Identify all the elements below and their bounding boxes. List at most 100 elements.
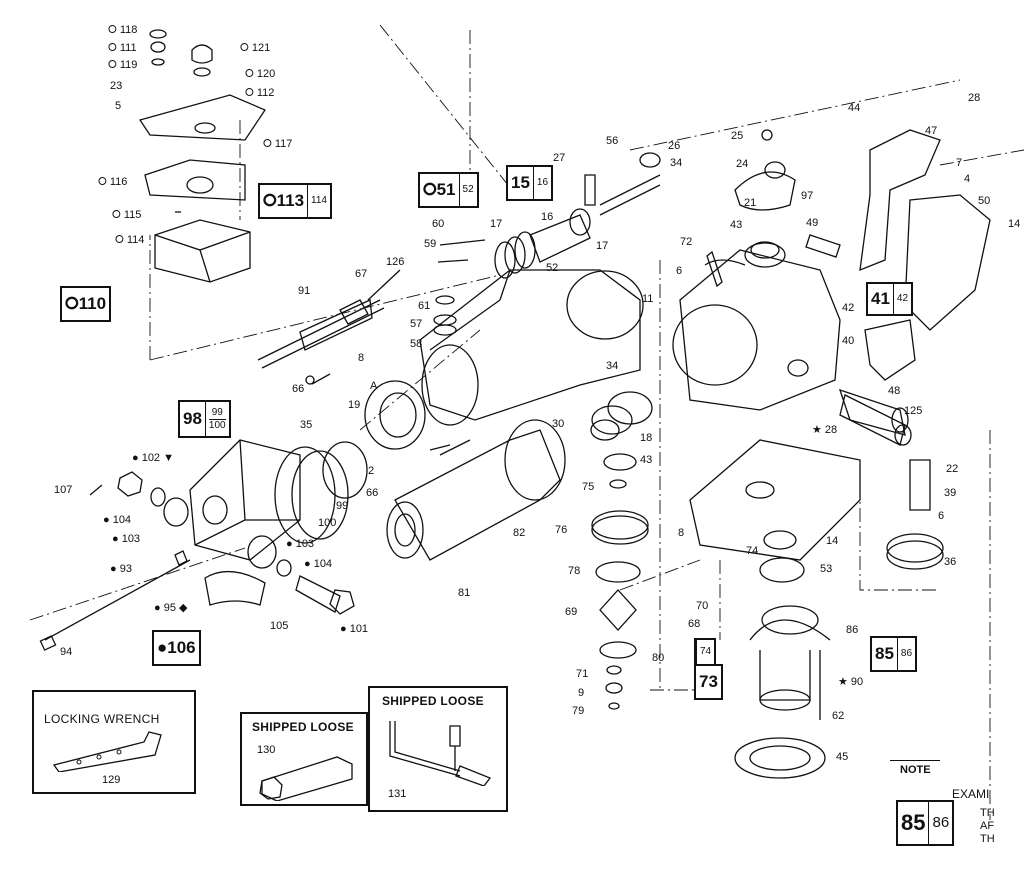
callout-c4b: 4 — [964, 173, 971, 185]
callout-c111: ⭘ 111 — [108, 42, 137, 54]
gear-head-40 — [672, 129, 841, 411]
callout-c44: 44 — [848, 102, 861, 114]
callout-c101: ● 101 — [340, 623, 369, 635]
callout-c68: 68 — [688, 618, 701, 630]
note-block: NOTE EXAMI TH AF TH 85 86 — [890, 760, 1024, 894]
callout-c9: 9 — [578, 687, 585, 699]
callout-c76: 76 — [555, 524, 568, 536]
callout-c95: ● 95 ◆ — [154, 602, 188, 614]
callout-c100: 100 — [318, 517, 337, 529]
ref-box-b106: ●106 — [152, 630, 201, 666]
callout-c70: 70 — [696, 600, 709, 612]
callout-c91: 91 — [298, 285, 311, 297]
part-130-label: 130 — [257, 744, 276, 756]
locking-wrench-title: LOCKING WRENCH — [44, 712, 160, 726]
callout-c7: 7 — [956, 157, 963, 169]
callout-c86: 86 — [846, 624, 859, 636]
callout-c45: 45 — [836, 751, 849, 763]
callout-c27: 27 — [553, 152, 566, 164]
callout-c24: 24 — [736, 158, 749, 170]
callout-c117: ⭘ 117 — [263, 138, 293, 150]
hex-socket-icon — [259, 756, 353, 801]
callout-c19: 19 — [348, 399, 361, 411]
callout-c14a: 14 — [1008, 218, 1021, 230]
callout-c62: 62 — [832, 710, 845, 722]
callout-c53: 53 — [820, 563, 833, 575]
callout-c58: 58 — [410, 338, 423, 350]
gear-case-98 — [189, 380, 471, 561]
callout-c18: 18 — [640, 432, 653, 444]
callout-c2: 2 — [368, 465, 375, 477]
callout-c94: 94 — [60, 646, 73, 658]
gear-stack-center — [591, 453, 649, 710]
callout-c125: 125 — [904, 405, 923, 417]
callout-c26: 26 — [668, 140, 681, 152]
note-example-box: 85 86 — [896, 800, 955, 846]
callout-c34b: 34 — [606, 360, 619, 372]
callout-c103b: ● 103 — [286, 538, 315, 550]
callout-c74: 74 — [746, 545, 759, 557]
callout-c90: ★ 90 — [838, 676, 864, 688]
callout-c104a: ● 104 — [103, 514, 132, 526]
main-housing-51 — [419, 239, 644, 426]
callout-c49: 49 — [806, 217, 819, 229]
part-129-label: 129 — [102, 774, 121, 786]
callout-c17b: 17 — [596, 240, 609, 252]
callout-c43b: 43 — [640, 454, 653, 466]
top-cover-stack — [138, 29, 266, 283]
callout-c8a: 8 — [358, 352, 365, 364]
callout-c50: 50 — [978, 195, 991, 207]
callout-c59: 59 — [424, 238, 437, 250]
callout-c112: ⭘ 112 — [245, 87, 275, 99]
small-parts-left — [39, 471, 355, 651]
callout-c16: 16 — [541, 211, 554, 223]
spring-assembly — [494, 152, 661, 279]
callout-c56: 56 — [606, 135, 619, 147]
sleeve-125 — [839, 394, 912, 446]
callout-c67: 67 — [355, 268, 368, 280]
callout-c97: 97 — [801, 190, 814, 202]
base-plate-motor — [689, 439, 944, 779]
note-side-1: TH — [980, 807, 995, 819]
callout-c28a: 28 — [968, 92, 981, 104]
callout-c115: ⭘ 115 — [112, 209, 142, 221]
callout-c75: 75 — [582, 481, 595, 493]
callout-cA: A — [370, 380, 378, 392]
ref-box-b73: 73 — [694, 664, 723, 700]
callout-c78: 78 — [568, 565, 581, 577]
callout-c17a: 17 — [490, 218, 503, 230]
note-example-main: 85 — [901, 810, 926, 835]
wrench-icon — [52, 731, 162, 772]
handle-bracket — [805, 129, 991, 436]
callout-c114: ⭘ 114 — [115, 234, 145, 246]
callout-c28b: ★ 28 — [812, 424, 838, 436]
part-131-label: 131 — [388, 788, 407, 800]
ref-box-b74: 74 — [694, 638, 717, 666]
callout-c104b: ● 104 — [304, 558, 333, 570]
callout-c6a: 6 — [676, 265, 683, 277]
note-text-fragment: EXAMI — [952, 787, 990, 801]
callout-c126: 126 — [386, 256, 405, 268]
callout-c82: 82 — [513, 527, 526, 539]
callout-c69: 69 — [565, 606, 578, 618]
callout-c14b: 14 — [826, 535, 839, 547]
callout-c81: 81 — [458, 587, 471, 599]
callout-c80: 80 — [652, 652, 665, 664]
shipped-loose-title-b: SHIPPED LOOSE — [382, 694, 484, 708]
callout-c66b: 66 — [366, 487, 379, 499]
callout-c66a: 66 — [292, 383, 305, 395]
callout-c36: 36 — [944, 556, 957, 568]
shipped-loose-inset-131: SHIPPED LOOSE 131 — [368, 686, 508, 812]
callout-c35: 35 — [300, 419, 313, 431]
note-example-sub: 86 — [932, 814, 950, 831]
ref-box-b110: ⭘110 — [60, 286, 112, 322]
shipped-loose-inset-130: SHIPPED LOOSE 130 — [240, 712, 368, 806]
callout-c6b: 6 — [938, 510, 945, 522]
callout-c48: 48 — [888, 385, 901, 397]
callout-c30: 30 — [552, 418, 565, 430]
callout-c118: ⭘ 118 — [108, 24, 138, 36]
